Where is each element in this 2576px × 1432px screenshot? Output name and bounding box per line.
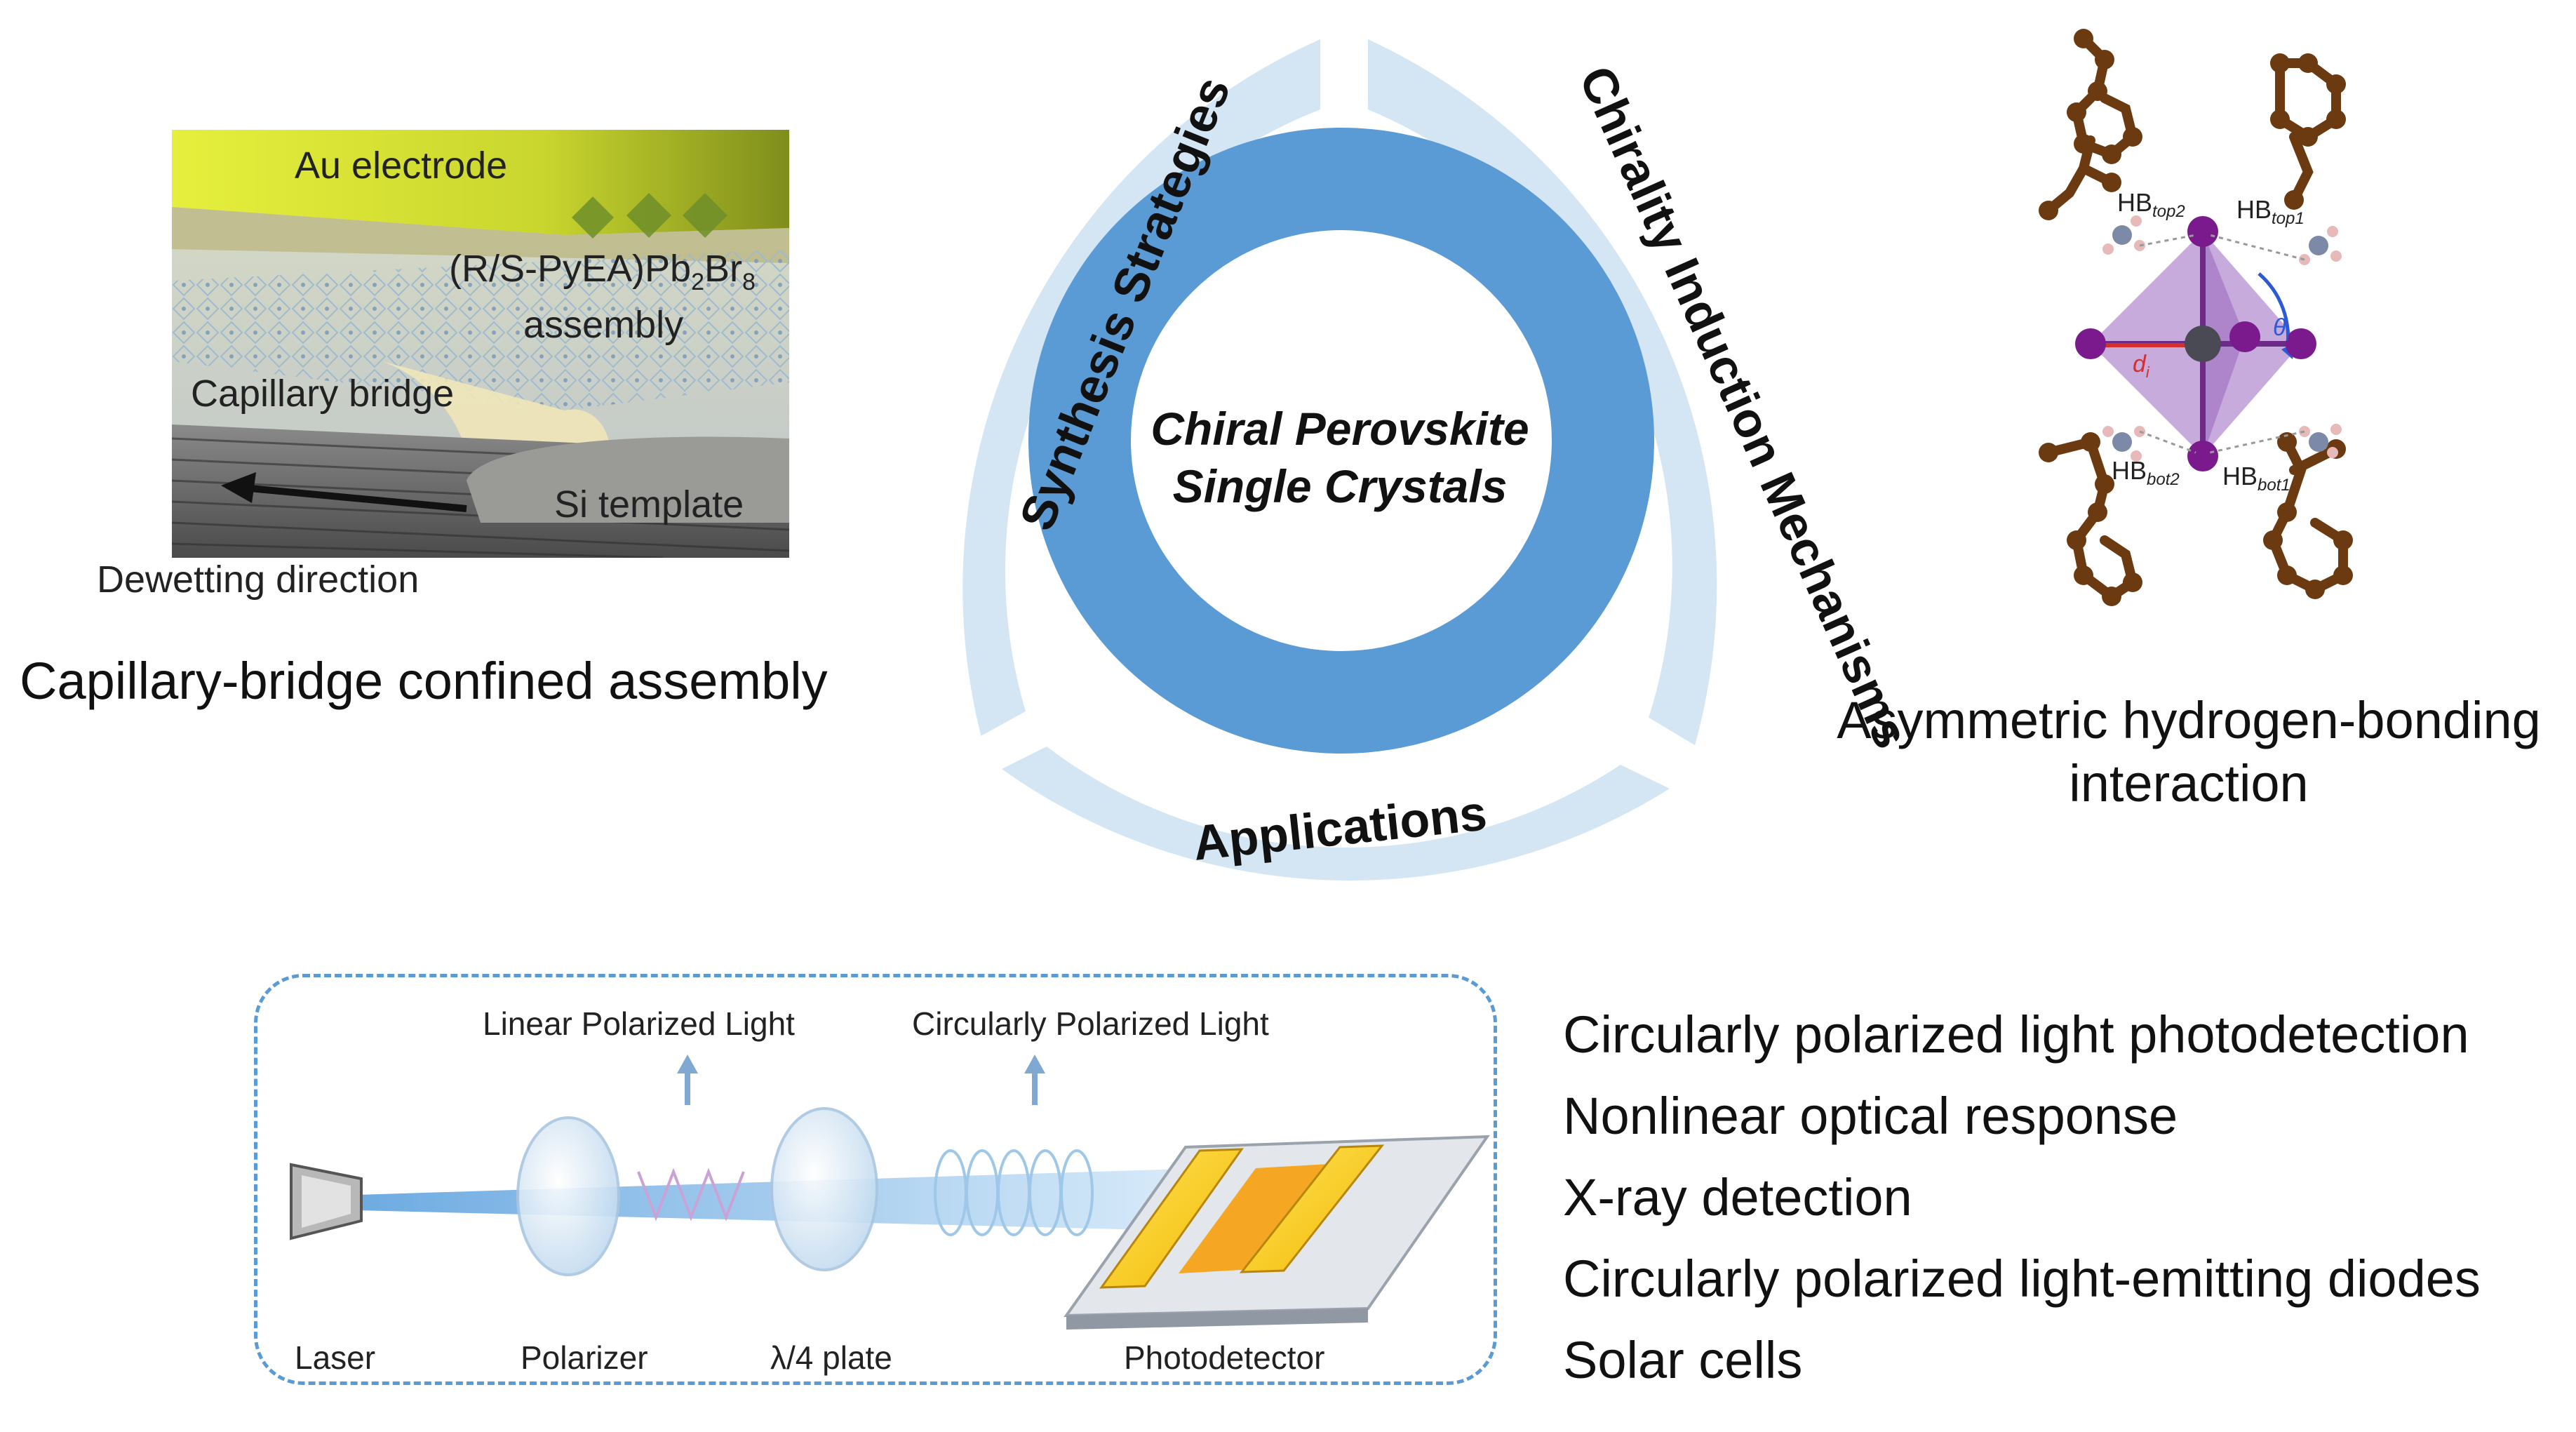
assembly-label: assembly [523, 304, 684, 346]
dewetting-direction-label: Dewetting direction [97, 558, 420, 601]
si-template-label: Si template [554, 483, 744, 526]
application-item: Solar cells [1563, 1331, 1803, 1389]
optical-setup-figure [290, 1055, 1490, 1330]
optical-setup-panel [254, 974, 1497, 1385]
center-line-2: Single Crystals [1172, 460, 1508, 512]
polarizer-label: Polarizer [521, 1339, 648, 1376]
capillary-caption: Capillary-bridge confined assembly [20, 652, 828, 710]
hb-bot2-sub: bot2 [2147, 470, 2180, 490]
hydrogen-bond-structure [2039, 29, 2353, 606]
segment-applications [1002, 747, 1670, 881]
hb-bot2-text: HB [2112, 456, 2147, 485]
angle-label: θi [2273, 314, 2289, 345]
hb-bot1-sub: bot1 [2258, 476, 2290, 495]
au-electrode-label: Au electrode [295, 145, 508, 187]
photodetector-label: Photodetector [1124, 1339, 1325, 1376]
quarter-wave-plate-label: λ/4 plate [770, 1339, 892, 1376]
capillary-bridge-figure [172, 130, 789, 558]
hb-top1-label: HBtop1 [2236, 195, 2305, 229]
hb-bot1-text: HB [2222, 462, 2258, 490]
application-item: Nonlinear optical response [1563, 1087, 2178, 1145]
hydrogen-bond-caption-line2: interaction [2069, 754, 2309, 812]
compound-sub1: 2 [691, 268, 704, 295]
distance-sub: i [2145, 363, 2149, 381]
hb-top1-text: HB [2236, 195, 2272, 224]
center-line-1: Chiral Perovskite [1151, 403, 1529, 455]
linear-light-label: Linear Polarized Light [483, 1005, 795, 1042]
compound-sub2: 8 [742, 268, 756, 295]
hb-bot1-label: HBbot1 [2222, 462, 2290, 495]
angle-sub: i [2286, 326, 2290, 344]
hydrogen-bond-caption: Asymmetric hydrogen-bonding interaction [1817, 689, 2561, 815]
distance-label: di [2133, 351, 2149, 382]
circular-light-label: Circularly Polarized Light [912, 1005, 1269, 1042]
wheel-center-title: Chiral Perovskite Single Crystals [1112, 400, 1568, 515]
hb-top1-sub: top1 [2272, 209, 2305, 229]
compound-formula: (R/S-PyEA)Pb [449, 248, 692, 290]
laser-label: Laser [295, 1339, 376, 1376]
compound-br: Br [704, 248, 742, 290]
hydrogen-bond-caption-line1: Asymmetric hydrogen-bonding [1837, 691, 2541, 749]
distance-text: d [2133, 351, 2146, 377]
hb-top2-sub: top2 [2152, 202, 2185, 222]
chirality-wheel [962, 35, 1720, 881]
compound-label: (R/S-PyEA)Pb2Br8 [449, 247, 756, 296]
application-item: Circularly polarized light-emitting diod… [1563, 1250, 2481, 1308]
application-item: Circularly polarized light photodetectio… [1563, 1005, 2469, 1064]
application-item: X-ray detection [1563, 1168, 1912, 1226]
hb-top2-text: HB [2117, 188, 2153, 217]
hb-bot2-label: HBbot2 [2112, 456, 2180, 490]
capillary-bridge-label: Capillary bridge [191, 373, 455, 415]
hb-top2-label: HBtop2 [2117, 188, 2185, 222]
angle-text: θ [2273, 314, 2286, 341]
